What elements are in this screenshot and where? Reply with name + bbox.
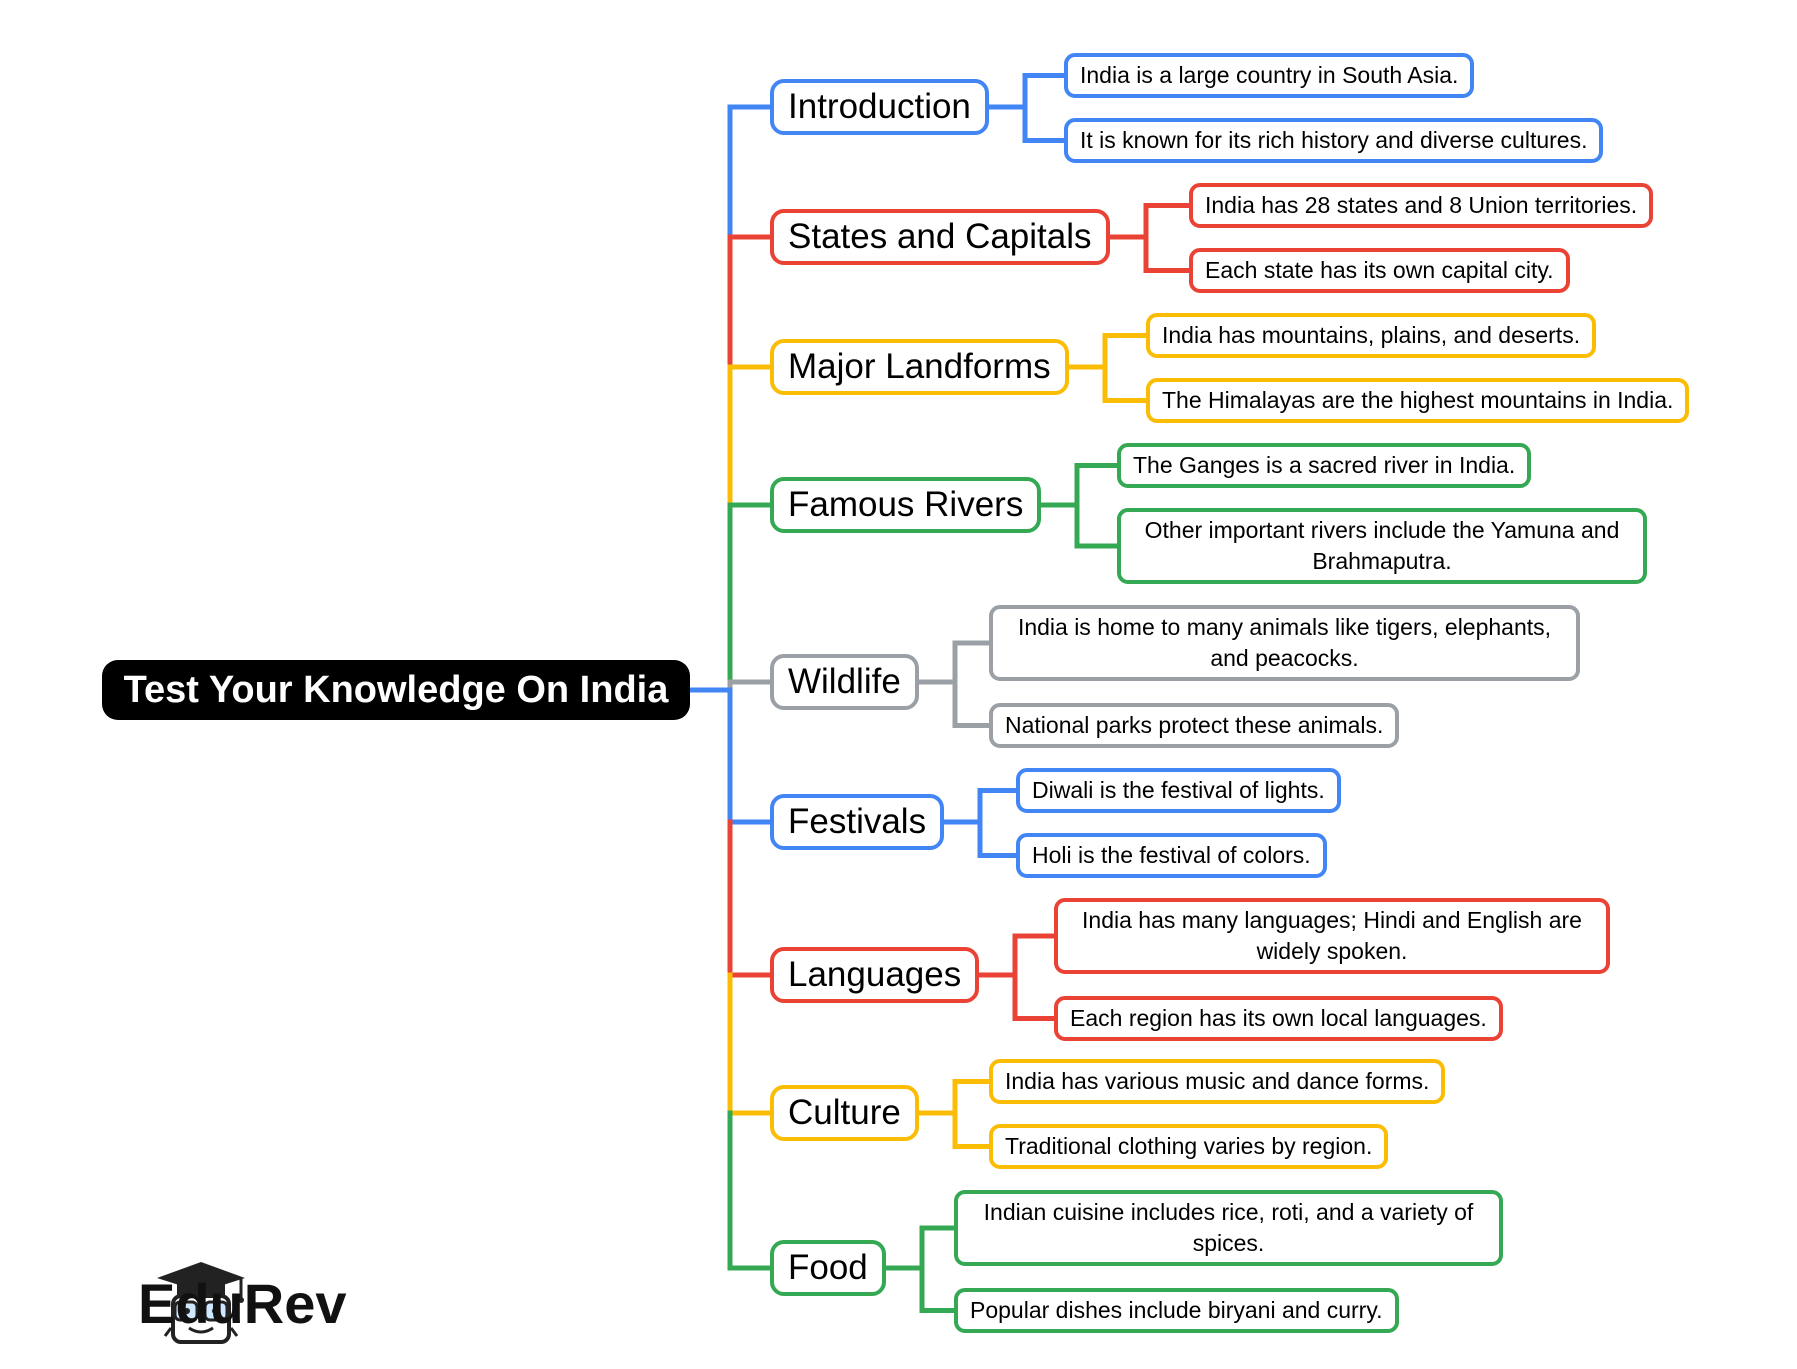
topic-wildlife[interactable]: Wildlife [770,654,919,710]
leaf-introduction-1[interactable]: India is a large country in South Asia. [1064,53,1475,98]
leaf-landforms-1[interactable]: India has mountains, plains, and deserts… [1146,313,1597,358]
topic-languages[interactable]: Languages [770,947,980,1003]
leaf-states-2[interactable]: Each state has its own capital city. [1189,248,1570,293]
logo-wordmark: EduRev [138,1272,347,1335]
topic-major-landforms[interactable]: Major Landforms [770,339,1069,395]
leaf-culture-2[interactable]: Traditional clothing varies by region. [989,1124,1389,1169]
root-node[interactable]: Test Your Knowledge On India [102,660,690,720]
topic-festivals[interactable]: Festivals [770,794,945,850]
leaf-introduction-2[interactable]: It is known for its rich history and div… [1064,118,1604,163]
leaf-rivers-2[interactable]: Other important rivers include the Yamun… [1117,508,1647,584]
edurev-logo-icon [157,1262,245,1344]
topic-famous-rivers[interactable]: Famous Rivers [770,477,1042,533]
leaf-states-1[interactable]: India has 28 states and 8 Union territor… [1189,183,1654,228]
leaf-wildlife-2[interactable]: National parks protect these animals. [989,703,1400,748]
leaf-languages-1[interactable]: India has many languages; Hindi and Engl… [1054,898,1610,974]
leaf-food-2[interactable]: Popular dishes include biryani and curry… [954,1288,1399,1333]
topic-culture[interactable]: Culture [770,1085,919,1141]
leaf-festivals-1[interactable]: Diwali is the festival of lights. [1016,768,1341,813]
topic-food[interactable]: Food [770,1240,886,1296]
topic-introduction[interactable]: Introduction [770,79,989,135]
leaf-festivals-2[interactable]: Holi is the festival of colors. [1016,833,1327,878]
topic-states-and-capitals[interactable]: States and Capitals [770,209,1110,265]
leaf-culture-1[interactable]: India has various music and dance forms. [989,1059,1446,1104]
leaf-food-1[interactable]: Indian cuisine includes rice, roti, and … [954,1190,1503,1266]
leaf-landforms-2[interactable]: The Himalayas are the highest mountains … [1146,378,1690,423]
leaf-languages-2[interactable]: Each region has its own local languages. [1054,996,1503,1041]
leaf-rivers-1[interactable]: The Ganges is a sacred river in India. [1117,443,1532,488]
leaf-wildlife-1[interactable]: India is home to many animals like tiger… [989,605,1580,681]
